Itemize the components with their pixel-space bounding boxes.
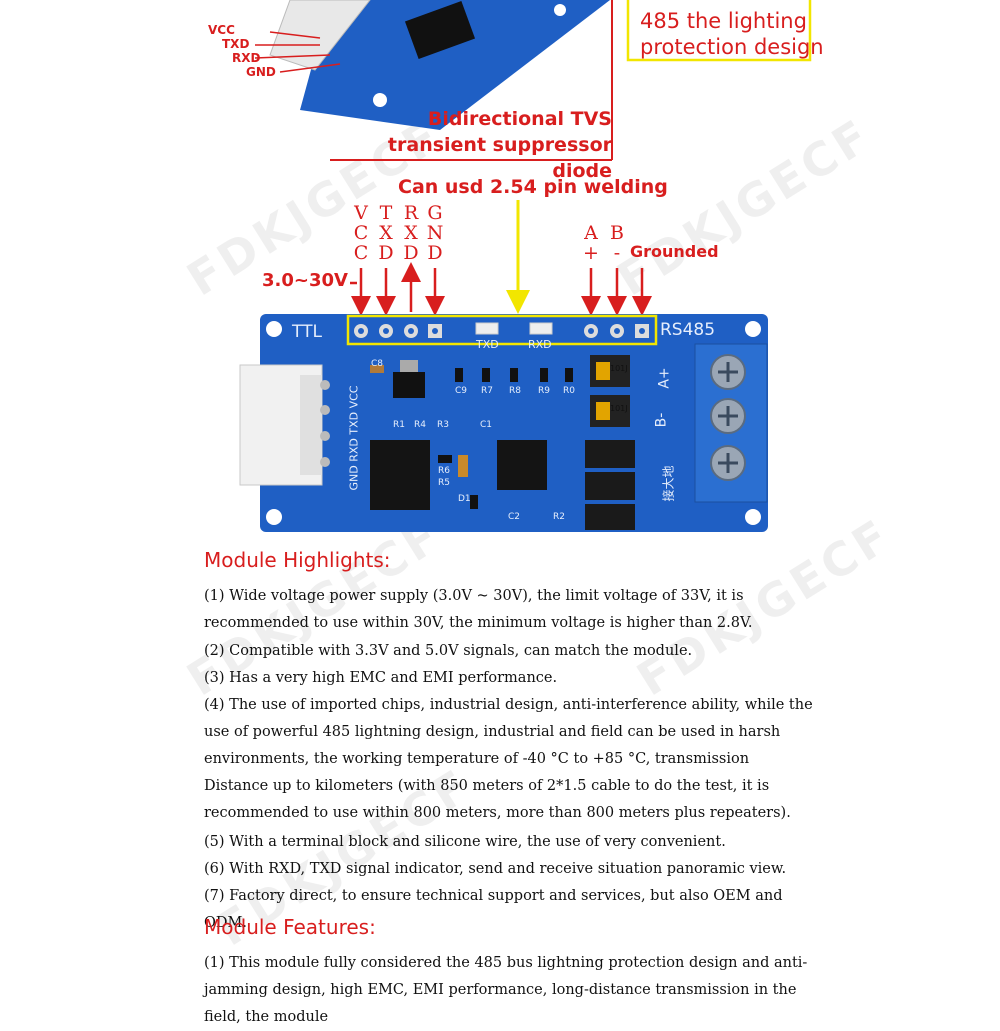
pin-letter: D xyxy=(427,242,443,264)
board-diagram-arrows xyxy=(239,200,768,532)
tvs-callout: Bidirectional TVS transient suppressor d… xyxy=(340,106,612,184)
feature-item-1: (1) This module fully considered the 485… xyxy=(204,955,808,1025)
silk-tvs-code: 101J xyxy=(610,404,628,413)
silk-r4: R4 xyxy=(414,420,426,430)
highlight-item-5: (5) With a terminal block and silicone w… xyxy=(204,834,726,850)
pin-letter: R xyxy=(403,202,419,224)
pin-label-txd: TXD xyxy=(222,37,250,51)
silk-tvs-code: 101J xyxy=(610,364,628,373)
lightning-callout-line2: protection design xyxy=(640,35,824,59)
highlight-item-2: (2) Compatible with 3.3V and 5.0V signal… xyxy=(204,643,693,659)
silk-b-minus: B- xyxy=(653,412,670,428)
silk-r3: R3 xyxy=(437,420,449,430)
highlight-item-3: (3) Has a very high EMC and EMI performa… xyxy=(204,670,558,686)
pin-letter: B xyxy=(610,222,624,244)
lightning-callout-line1: 485 the lighting xyxy=(640,9,807,33)
silk-r2: R2 xyxy=(553,512,565,522)
silk-txd: TXD xyxy=(476,338,499,351)
pin-letter: T xyxy=(379,202,393,224)
top-photo xyxy=(180,0,820,165)
silk-d1: D1 xyxy=(458,494,471,504)
silk-r5: R5 xyxy=(438,478,450,488)
tvs-callout-line2: transient suppressor diode xyxy=(387,134,612,182)
pin-letter: D xyxy=(403,242,419,264)
highlight-item-1: (1) Wide voltage power supply (3.0V ~ 30… xyxy=(204,588,753,631)
silk-r0: R0 xyxy=(563,386,575,396)
highlight-item-6: (6) With RXD, TXD signal indicator, send… xyxy=(204,861,787,877)
silk-c9: C9 xyxy=(455,386,468,396)
pin-label-rxd: RXD xyxy=(232,51,261,65)
voltage-label: 3.0~30V xyxy=(262,270,348,291)
silk-ground-cn: 接大地 xyxy=(661,465,676,502)
silk-ttl: TTL xyxy=(292,322,322,342)
silk-c1: C1 xyxy=(480,420,493,430)
pin-label-gnd: GND xyxy=(246,65,276,79)
pin-letter: X xyxy=(379,222,393,244)
pin-letter: C xyxy=(353,222,369,244)
silk-c2: C2 xyxy=(508,512,521,522)
lightning-callout: 485 the lighting protection design xyxy=(640,8,824,60)
silk-r1: R1 xyxy=(393,420,405,430)
silk-a-plus: A+ xyxy=(656,367,673,389)
pin-letter: - xyxy=(613,242,621,264)
silk-rxd: RXD xyxy=(528,338,552,351)
pin-letter: N xyxy=(426,222,444,244)
pin-letter: D xyxy=(378,242,394,264)
grounded-label: Grounded xyxy=(630,242,719,261)
highlight-item-7: (7) Factory direct, to ensure technical … xyxy=(204,888,783,931)
tvs-callout-line1: Bidirectional TVS xyxy=(427,108,612,130)
pin-letter: V xyxy=(354,202,368,224)
pin-weld-label: Can usd 2.54 pin welding xyxy=(398,176,668,198)
pin-letter: C xyxy=(353,242,369,264)
features-title: Module Features: xyxy=(204,915,376,939)
pin-letter: + xyxy=(583,242,599,264)
silk-r8: R8 xyxy=(509,386,521,396)
highlights-title: Module Highlights: xyxy=(204,548,391,572)
silk-side-pins: GND RXD TXD VCC xyxy=(347,385,361,491)
highlight-item-4: (4) The use of imported chips, industria… xyxy=(204,697,813,821)
top-board-illustration xyxy=(254,0,812,161)
pin-label-vcc: VCC xyxy=(208,23,235,37)
pin-letter: G xyxy=(427,202,443,224)
pin-letter: A xyxy=(584,222,598,244)
silk-r7: R7 xyxy=(481,386,493,396)
silk-c8: C8 xyxy=(371,359,384,369)
pin-letter: X xyxy=(404,222,418,244)
silk-r6: R6 xyxy=(438,466,450,476)
silk-rs485: RS485 xyxy=(660,320,716,340)
silk-r9: R9 xyxy=(538,386,550,396)
